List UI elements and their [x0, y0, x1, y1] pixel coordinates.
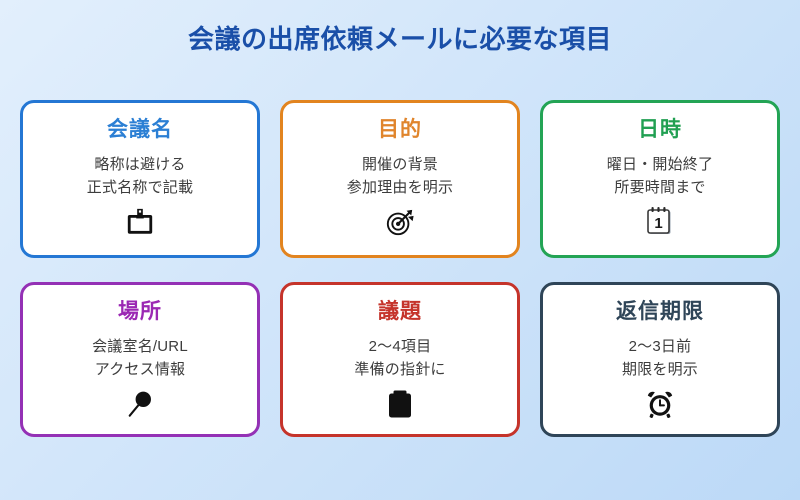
name-badge-icon: [125, 205, 155, 239]
card-reply-deadline[interactable]: 返信期限 2〜3日前 期限を明示: [540, 282, 780, 437]
card-title: 議題: [378, 300, 422, 323]
card-line-1: 略称は避ける: [94, 156, 186, 174]
card-body: 2〜4項目 準備の指針に: [354, 335, 445, 382]
card-line-2: 参加理由を明示: [346, 179, 454, 197]
card-line-2: 所要時間まで: [614, 179, 706, 197]
card-title: 返信期限: [616, 300, 704, 323]
calendar-day-number: 1: [654, 215, 662, 232]
card-title: 会議名: [107, 118, 173, 141]
card-line-1: 曜日・開始終了: [606, 156, 714, 174]
card-meeting-name[interactable]: 会議名 略称は避ける 正式名称で記載: [20, 100, 260, 258]
card-line-1: 2〜4項目: [368, 338, 432, 356]
page-title: 会議の出席依頼メールに必要な項目: [187, 24, 612, 54]
card-line-1: 会議室名/URL: [92, 338, 188, 356]
pushpin-icon: [125, 387, 155, 421]
card-body: 会議室名/URL アクセス情報: [92, 335, 188, 382]
card-line-2: 期限を明示: [621, 361, 698, 379]
card-body: 2〜3日前 期限を明示: [622, 335, 698, 382]
card-line-2: 正式名称で記載: [86, 179, 194, 197]
clipboard-icon: [387, 387, 413, 421]
dart-target-icon: [385, 205, 415, 239]
card-body: 曜日・開始終了 所要時間まで: [607, 153, 713, 200]
card-body: 開催の背景 参加理由を明示: [347, 153, 453, 200]
card-line-1: 開催の背景: [361, 156, 438, 174]
card-title: 目的: [378, 118, 422, 141]
card-title: 日時: [638, 118, 682, 141]
card-line-2: アクセス情報: [94, 361, 186, 379]
card-datetime[interactable]: 日時 曜日・開始終了 所要時間まで 1: [540, 100, 780, 258]
card-line-1: 2〜3日前: [628, 338, 692, 356]
card-line-2: 準備の指針に: [354, 361, 446, 379]
card-grid: 会議名 略称は避ける 正式名称で記載 目的 開催の背景 参加理由を明示: [20, 100, 780, 437]
card-location[interactable]: 場所 会議室名/URL アクセス情報: [20, 282, 260, 437]
card-agenda[interactable]: 議題 2〜4項目 準備の指針に: [280, 282, 520, 437]
calendar-icon: 1: [646, 205, 674, 239]
alarm-clock-icon: [645, 387, 675, 421]
card-title: 場所: [118, 300, 162, 323]
card-purpose[interactable]: 目的 開催の背景 参加理由を明示: [280, 100, 520, 258]
card-body: 略称は避ける 正式名称で記載: [87, 153, 193, 200]
